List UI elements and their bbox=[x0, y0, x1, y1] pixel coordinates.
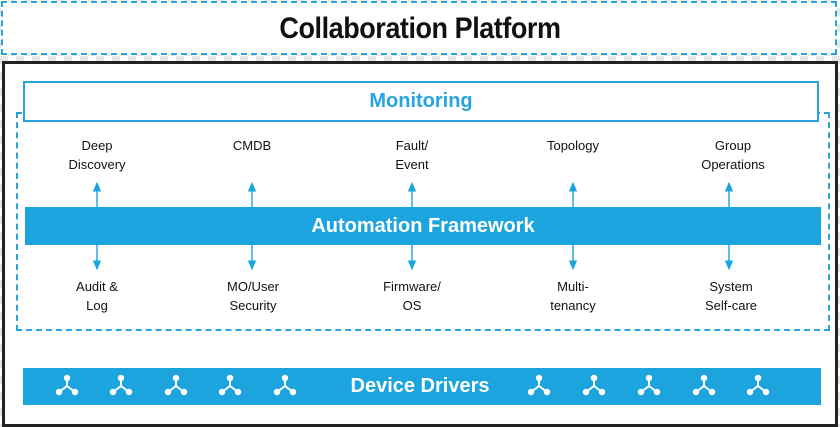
network-node-icon bbox=[746, 374, 770, 396]
device-drivers-bar bbox=[23, 368, 821, 405]
network-node-icon bbox=[218, 374, 242, 396]
monitoring-box: Monitoring bbox=[23, 81, 819, 122]
monitoring-label: Monitoring bbox=[369, 90, 473, 112]
node-topology: Topology bbox=[546, 138, 600, 153]
node-fault-event: Fault/ Event bbox=[395, 138, 429, 172]
automation-label: Automation Framework bbox=[311, 214, 535, 237]
network-node-icon bbox=[109, 374, 133, 396]
node-mo-user-security: MO/User Security bbox=[227, 279, 279, 313]
node-group-operations: Group Operations bbox=[701, 138, 765, 172]
node-cmdb: CMDB bbox=[232, 138, 272, 153]
node-system-self-care: System Self-care bbox=[704, 279, 758, 313]
network-node-icon bbox=[692, 374, 716, 396]
device-drivers-label: Device Drivers bbox=[350, 375, 490, 397]
node-firmware-os: Firmware/ OS bbox=[383, 279, 441, 313]
network-node-icon bbox=[527, 374, 551, 396]
node-audit-log: Audit & Log bbox=[76, 279, 118, 313]
top-dashed-frame bbox=[1, 1, 837, 55]
network-node-icon bbox=[637, 374, 661, 396]
network-node-icon bbox=[582, 374, 606, 396]
network-node-icon bbox=[55, 374, 79, 396]
diagram-title: Collaboration Platform bbox=[279, 12, 561, 45]
node-multi-tenancy: Multi- tenancy bbox=[550, 279, 596, 313]
device-driver-icons bbox=[55, 374, 770, 396]
network-node-icon bbox=[273, 374, 297, 396]
automation-framework-bar: Automation Framework bbox=[25, 207, 821, 245]
network-node-icon bbox=[164, 374, 188, 396]
node-deep-discovery: Deep Discovery bbox=[68, 138, 126, 172]
